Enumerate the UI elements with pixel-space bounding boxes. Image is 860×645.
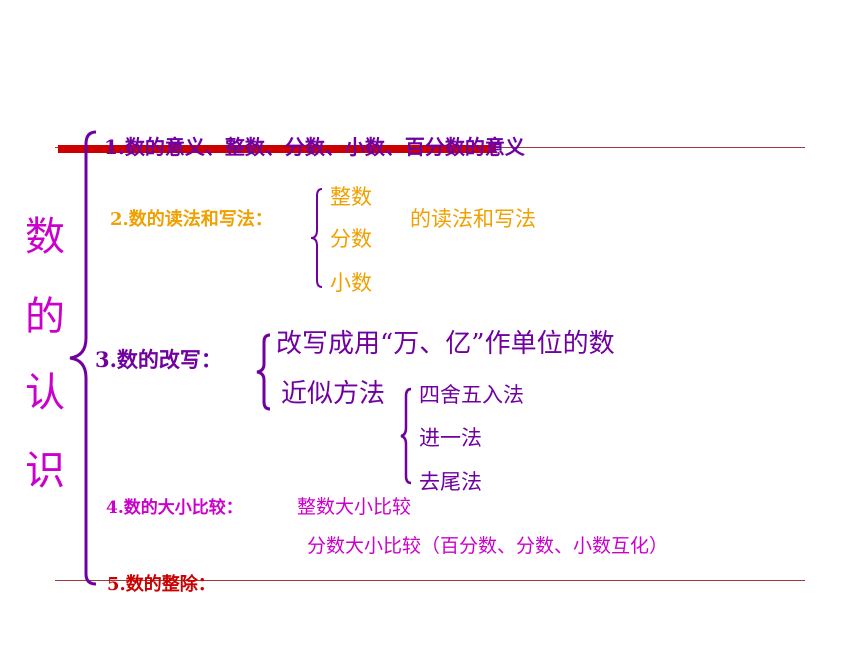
top-rule-bar bbox=[58, 145, 496, 153]
title-char-1: 数 bbox=[25, 214, 65, 260]
item3-rewrite: 改写成用“万、亿”作单位的数 bbox=[276, 329, 615, 359]
bottom-rule-line bbox=[55, 580, 805, 581]
title-char-3: 认 bbox=[25, 370, 65, 416]
title-char-2: 的 bbox=[25, 294, 65, 340]
item2-option-fraction: 分数 bbox=[330, 227, 372, 251]
item5-label: 5.数的整除： bbox=[107, 574, 216, 595]
title-char-4: 识 bbox=[25, 448, 65, 494]
item3-approx: 近似方法 bbox=[281, 379, 386, 409]
item2-option-integer: 整数 bbox=[330, 185, 372, 209]
item1-label: 1.数的意义 bbox=[104, 135, 205, 159]
item3-brace bbox=[256, 333, 271, 411]
item2-option-decimal: 小数 bbox=[330, 271, 372, 295]
item3-method-floor: 去尾法 bbox=[419, 470, 482, 494]
item4-integer: 整数大小比较 bbox=[297, 496, 412, 518]
item2-brace bbox=[310, 188, 323, 288]
item3-label: 3.数的改写： bbox=[95, 347, 222, 372]
item1-text: 1.数的意义、整数、分数、小数、百分数的意义 bbox=[104, 135, 525, 159]
item2-label: 2.数的读法和写法： bbox=[110, 209, 273, 230]
item3-methods-brace bbox=[400, 387, 412, 485]
main-brace bbox=[69, 130, 97, 586]
item3-method-round: 四舍五入法 bbox=[419, 383, 524, 407]
item2-suffix: 的读法和写法 bbox=[410, 207, 536, 231]
item3-method-ceil: 进一法 bbox=[419, 426, 482, 450]
item4-label: 4.数的大小比较： bbox=[106, 498, 243, 518]
item4-fraction: 分数大小比较（百分数、分数、小数互化） bbox=[307, 535, 669, 557]
item1-rest: 整数、分数、小数、百分数的意义 bbox=[224, 135, 525, 159]
